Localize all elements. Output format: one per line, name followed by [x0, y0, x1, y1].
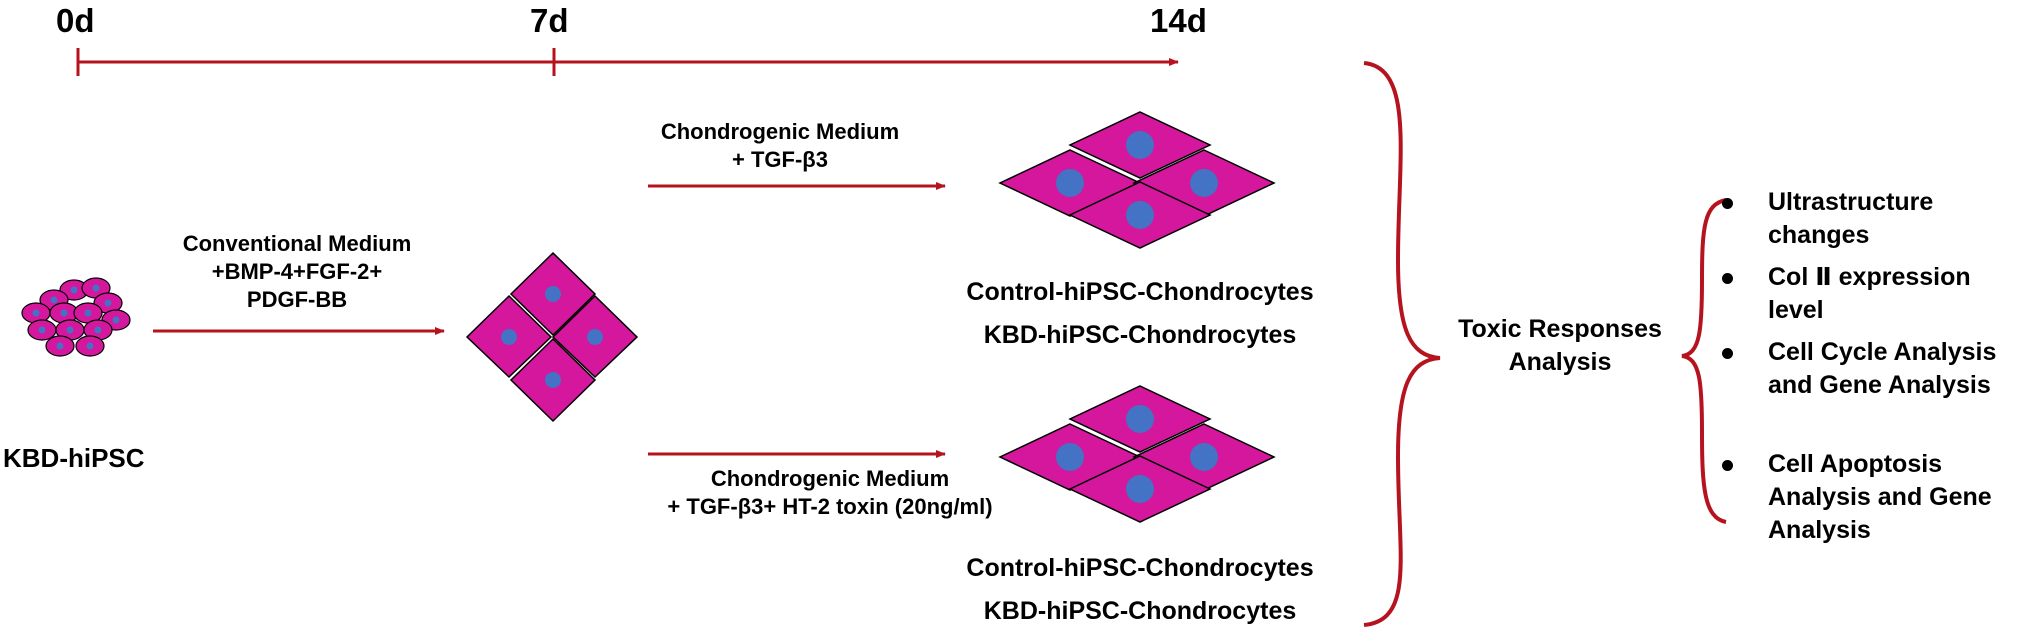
top-chondrocyte-cluster-icon — [998, 111, 1276, 249]
analysis-item-1-line-1: Ultrastructure — [1768, 188, 1934, 216]
bullet-1 — [1722, 198, 1733, 209]
large-curly-brace — [1363, 61, 1441, 627]
analysis-item-col2-expression: Col Ⅱ expression level — [1768, 261, 1971, 327]
bullet-2 — [1722, 273, 1733, 284]
bottom-branch-medium-line-2: + TGF-β3+ HT-2 toxin (20ng/ml) — [667, 494, 993, 519]
top-result-control-label: Control-hiPSC-Chondrocytes — [966, 278, 1314, 306]
analysis-item-cell-apoptosis: Cell Apoptosis Analysis and Gene Analysi… — [1768, 448, 1992, 547]
analysis-title-line-2: Analysis — [1508, 348, 1612, 376]
top-branch-medium-label: Chondrogenic Medium + TGF-β3 — [630, 118, 930, 174]
bottom-result-control-label: Control-hiPSC-Chondrocytes — [966, 554, 1314, 582]
analysis-item-ultrastructure: Ultrastructure changes — [1768, 186, 1933, 252]
analysis-item-cell-cycle: Cell Cycle Analysis and Gene Analysis — [1768, 336, 1996, 402]
conventional-medium-line-2: +BMP-4+FGF-2+ — [211, 259, 383, 284]
timeline-label-0d: 0d — [56, 2, 95, 39]
toxic-responses-analysis-label: Toxic Responses Analysis — [1440, 313, 1680, 379]
bullet-3 — [1722, 348, 1733, 359]
analysis-item-3-line-2: and Gene Analysis — [1768, 371, 1991, 399]
timeline — [76, 48, 1179, 76]
conventional-medium-line-3: PDGF-BB — [246, 287, 348, 312]
day7-cell-cluster-icon — [465, 251, 639, 423]
top-result-kbd-label: KBD-hiPSC-Chondrocytes — [983, 321, 1297, 349]
analysis-item-2-line-2: level — [1768, 296, 1824, 324]
hipsc-colony-icon — [21, 277, 131, 357]
conventional-medium-line-1: Conventional Medium — [182, 231, 412, 256]
analysis-item-2-line-1: Col Ⅱ expression — [1768, 263, 1971, 291]
analysis-title-line-1: Toxic Responses — [1458, 315, 1662, 343]
analysis-item-1-line-2: changes — [1768, 221, 1870, 249]
bullet-4 — [1722, 460, 1733, 471]
timeline-label-14d: 14d — [1150, 2, 1207, 39]
analysis-item-4-line-2: Analysis and Gene — [1768, 483, 1992, 511]
top-branch-medium-line-1: Chondrogenic Medium — [660, 119, 900, 144]
top-branch-medium-line-2: + TGF-β3 — [732, 147, 828, 172]
conventional-medium-label: Conventional Medium +BMP-4+FGF-2+ PDGF-B… — [150, 230, 444, 314]
small-curly-brace — [1681, 198, 1727, 524]
bottom-chondrocyte-cluster-icon — [998, 385, 1276, 523]
analysis-item-3-line-1: Cell Cycle Analysis — [1768, 338, 1997, 366]
bottom-branch-medium-line-1: Chondrogenic Medium — [710, 466, 950, 491]
timeline-label-7d: 7d — [530, 2, 569, 39]
bottom-branch-medium-label: Chondrogenic Medium + TGF-β3+ HT-2 toxin… — [630, 465, 1030, 521]
analysis-item-4-line-3: Analysis — [1768, 516, 1871, 544]
analysis-item-4-line-1: Cell Apoptosis — [1768, 450, 1943, 478]
start-cell-label: KBD-hiPSC — [3, 443, 145, 473]
bottom-result-kbd-label: KBD-hiPSC-Chondrocytes — [983, 597, 1297, 625]
